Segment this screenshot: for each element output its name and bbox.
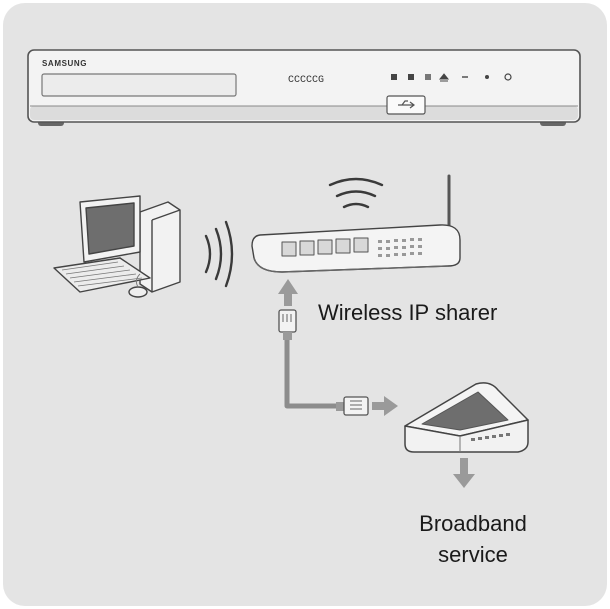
player-button-1 [391, 74, 397, 80]
blu-ray-player-icon: SAMSUNG CCCCCG [27, 49, 581, 126]
player-brand-logo: SAMSUNG [42, 59, 87, 68]
arrow-to-modem [372, 396, 398, 416]
power-icon [504, 73, 512, 81]
desktop-computer-icon [53, 195, 181, 298]
ethernet-cable [284, 340, 336, 409]
player-button-6 [485, 75, 489, 79]
ethernet-connector-icon [278, 309, 297, 340]
router-label: Wireless IP sharer [318, 300, 497, 325]
background-panel [3, 3, 607, 606]
broadband-modem-icon [404, 382, 529, 453]
wifi-signal-icon-router [328, 177, 384, 209]
modem-label-line1: Broadband [419, 511, 527, 536]
player-display: CCCCCG [288, 75, 324, 86]
wifi-signal-icon-computer [204, 220, 234, 288]
player-button-2 [408, 74, 414, 80]
modem-label-line2: service [438, 542, 508, 567]
arrow-to-router [278, 279, 298, 306]
wireless-router-icon [251, 174, 461, 273]
arrow-to-broadband [453, 458, 475, 488]
player-button-3 [425, 74, 431, 80]
ethernet-connector-icon-2 [336, 396, 369, 416]
eject-icon [438, 73, 450, 82]
